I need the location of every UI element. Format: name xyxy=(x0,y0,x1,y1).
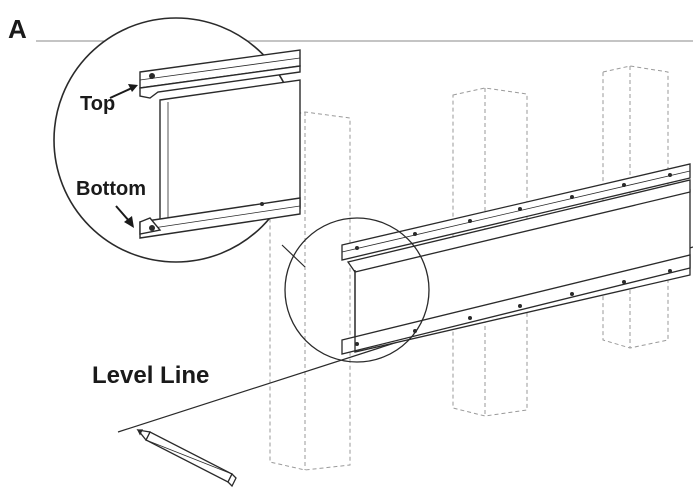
rail-screw-holes xyxy=(355,173,672,346)
pencil-icon xyxy=(136,429,237,488)
detail-callout: Top Bottom xyxy=(53,17,301,263)
siding-rail xyxy=(341,163,691,355)
callout-connector xyxy=(281,244,306,268)
arrow-icon xyxy=(109,84,138,99)
arrow-icon xyxy=(115,205,134,228)
level-line-label: Level Line xyxy=(92,362,209,389)
post-left xyxy=(269,111,351,471)
detail-target-circle xyxy=(284,217,430,363)
callout-top-label: Top xyxy=(80,93,115,115)
step-label: A xyxy=(8,14,27,44)
callout-bottom-label: Bottom xyxy=(76,178,146,200)
